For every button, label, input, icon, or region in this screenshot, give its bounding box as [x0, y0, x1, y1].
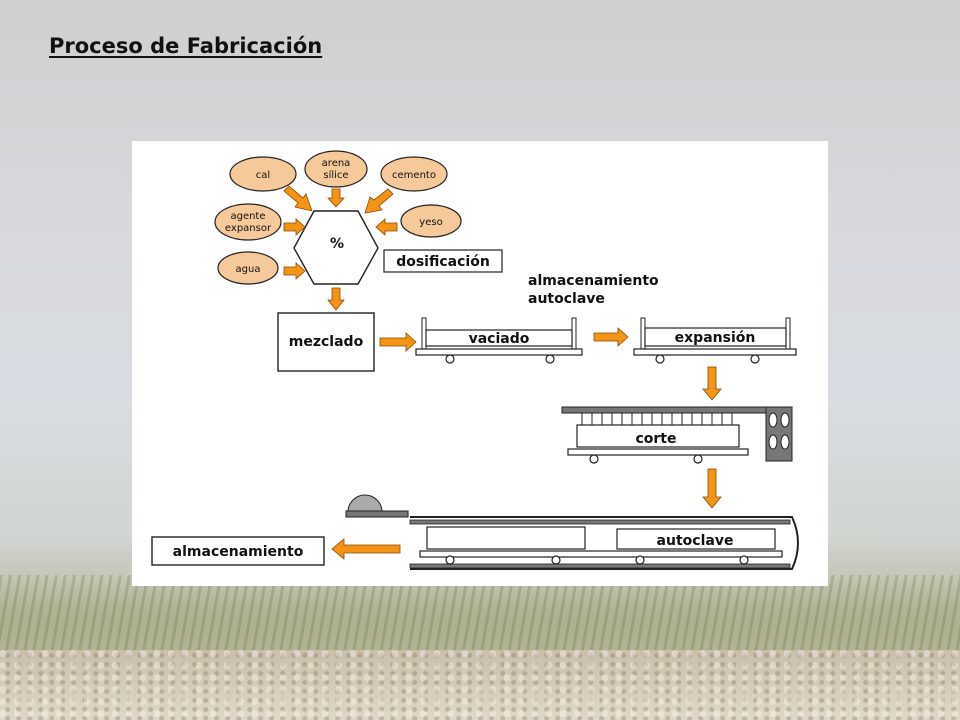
ingredient-cemento: cemento — [380, 156, 448, 192]
process-diagram: cal arena sílice cemento agente expansor… — [132, 141, 828, 586]
stage-vaciado-label: vaciado — [469, 331, 530, 347]
arrow-corte-autoclave — [702, 468, 722, 509]
ingredient-yeso: yeso — [400, 204, 462, 238]
input-arrows — [283, 185, 398, 311]
arrow-vaciado-expansion — [593, 327, 629, 347]
ingredient-agente-expansor: agente expansor — [214, 203, 282, 241]
stage-dosificacion: dosificación — [383, 249, 503, 273]
arrow-agua — [283, 262, 306, 280]
cutting-wires — [581, 413, 733, 425]
stage-mezclado-label: mezclado — [289, 334, 364, 350]
stage-almacenamiento-label: almacenamiento — [173, 544, 304, 560]
stage-corte-label: corte — [635, 431, 676, 447]
stage-mezclado: mezclado — [277, 312, 375, 372]
ingredient-arena-silice: arena sílice — [304, 150, 368, 188]
heading-line1: almacenamiento — [528, 273, 659, 289]
stage-expansion-label: expansión — [675, 330, 756, 346]
heading-line2: autoclave — [528, 291, 605, 307]
arrow-agente — [283, 218, 306, 236]
background-gravel — [0, 650, 960, 720]
ingredient-label: cal — [256, 170, 270, 181]
ingredient-agua: agua — [217, 251, 279, 285]
ingredient-label: yeso — [419, 217, 442, 228]
arrow-arena — [327, 188, 345, 208]
arrow-cemento — [364, 188, 394, 214]
stage-dosificacion-label: dosificación — [396, 254, 490, 270]
arrow-expansion-corte — [702, 366, 722, 401]
ingredient-label: cemento — [392, 170, 436, 181]
arrow-mezclado-vaciado — [379, 332, 417, 352]
dosing-hexagon: % — [293, 210, 379, 285]
ingredient-label-line2: expansor — [225, 223, 272, 234]
process-diagram-svg: cal arena sílice cemento agente expansor… — [151, 150, 799, 570]
stage-expansion: expansión — [633, 317, 797, 364]
stage-autoclave-label: autoclave — [657, 533, 734, 549]
arrow-autoclave-almacenamiento — [331, 538, 401, 560]
stage-almacenamiento: almacenamiento — [151, 536, 325, 566]
stage-autoclave: autoclave — [345, 494, 799, 570]
stage-corte: corte — [561, 406, 793, 464]
slide-title: Proceso de Fabricación — [49, 34, 323, 58]
ingredient-cal: cal — [229, 156, 297, 192]
ingredient-label-line1: arena — [322, 158, 351, 169]
ingredient-label-line2: sílice — [323, 169, 348, 181]
arrow-hex-to-mezclado — [327, 287, 345, 311]
arrow-yeso — [375, 218, 398, 236]
hexagon-symbol: % — [330, 236, 344, 252]
arrow-cal — [283, 185, 313, 212]
ingredient-label: agua — [236, 264, 261, 275]
ingredient-label-line1: agente — [230, 211, 265, 222]
stage-vaciado: vaciado — [415, 317, 583, 364]
